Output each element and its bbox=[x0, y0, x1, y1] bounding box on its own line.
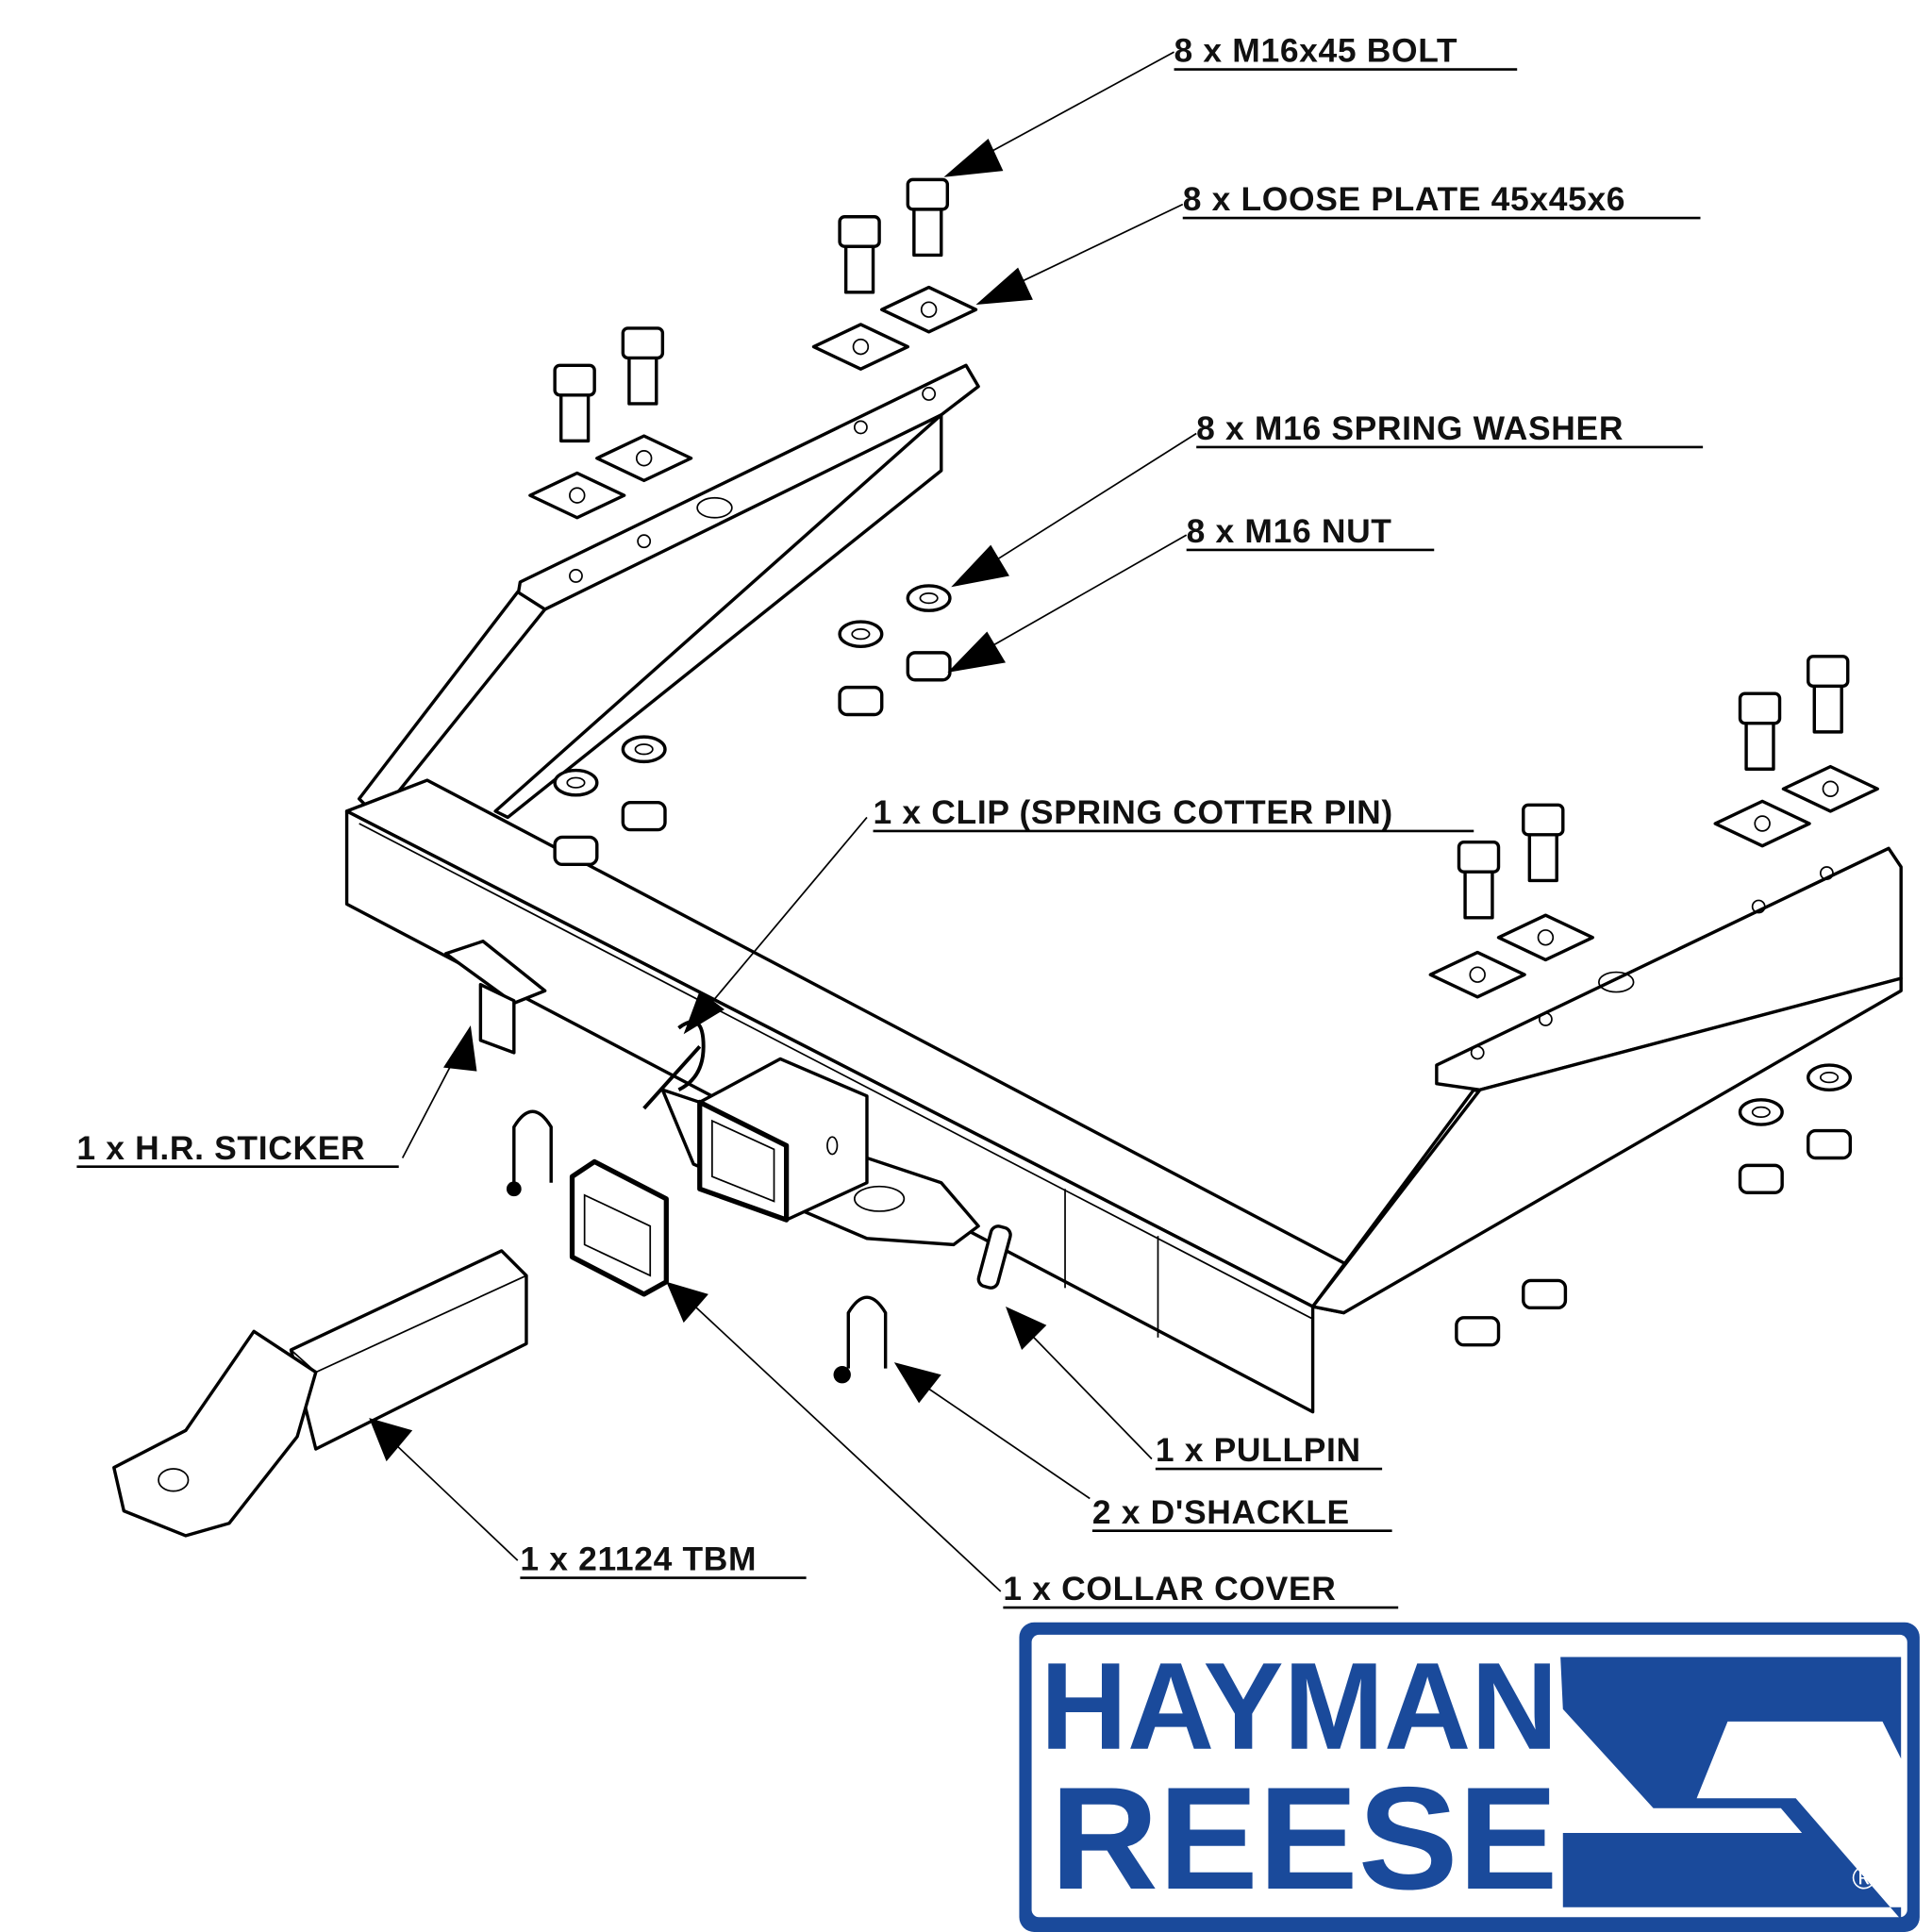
plate bbox=[880, 285, 978, 334]
nut bbox=[1455, 1316, 1501, 1347]
receiver-hitch bbox=[660, 1057, 980, 1247]
tow-ball-mount bbox=[112, 1249, 528, 1538]
left-mounting-bracket bbox=[358, 363, 980, 820]
plate bbox=[1428, 950, 1526, 999]
nut bbox=[1522, 1278, 1568, 1310]
spring-washer bbox=[1738, 1098, 1784, 1126]
label-sticker: 1 x H.R. STICKER bbox=[76, 1129, 365, 1167]
plate bbox=[528, 471, 626, 520]
nuts-and-washers bbox=[553, 584, 1853, 1347]
nut bbox=[553, 835, 599, 867]
d-shackle-2 bbox=[833, 1295, 888, 1384]
bolt bbox=[1807, 655, 1850, 734]
label-pullpin: 1 x PULLPIN bbox=[1156, 1431, 1361, 1469]
logo-reese: REESE bbox=[1050, 1757, 1557, 1920]
label-clip: 1 x CLIP (SPRING COTTER PIN) bbox=[874, 793, 1393, 831]
right-mounting-bracket bbox=[1310, 846, 1903, 1315]
nut bbox=[838, 685, 884, 717]
spring-washer bbox=[838, 620, 884, 648]
bolt bbox=[1457, 841, 1501, 920]
label-dshackle: 2 x D'SHACKLE bbox=[1092, 1493, 1350, 1531]
part-labels: 8 x M16x45 BOLT 8 x LOOSE PLATE 45x45x6 … bbox=[76, 32, 1704, 1609]
label-bolt: 8 x M16x45 BOLT bbox=[1174, 32, 1458, 70]
plate bbox=[1781, 764, 1879, 813]
nut bbox=[1738, 1163, 1784, 1194]
plate bbox=[1713, 799, 1811, 848]
label-spring-washer: 8 x M16 SPRING WASHER bbox=[1196, 409, 1624, 447]
nut bbox=[1807, 1128, 1853, 1160]
sticker-bracket bbox=[443, 940, 547, 1055]
nut bbox=[906, 651, 952, 682]
label-nut: 8 x M16 NUT bbox=[1187, 512, 1392, 550]
plate bbox=[1496, 913, 1594, 962]
label-tbm: 1 x 21124 TBM bbox=[520, 1541, 757, 1578]
hayman-reese-logo: HAYMAN REESE ® bbox=[1019, 1622, 1920, 1932]
label-collar-cover: 1 x COLLAR COVER bbox=[1003, 1570, 1336, 1607]
bolts bbox=[553, 177, 1850, 920]
collar-cover bbox=[569, 1158, 669, 1297]
label-loose-plate: 8 x LOOSE PLATE 45x45x6 bbox=[1183, 180, 1625, 218]
loose-plates bbox=[528, 285, 1879, 999]
bolt bbox=[553, 363, 596, 443]
bolt bbox=[621, 326, 665, 406]
registered-mark: ® bbox=[1852, 1860, 1875, 1896]
spring-washer bbox=[1807, 1063, 1853, 1091]
pullpin bbox=[976, 1224, 1012, 1290]
plate bbox=[595, 434, 693, 483]
bolt bbox=[838, 215, 881, 294]
logo-hayman: HAYMAN bbox=[1041, 1637, 1558, 1775]
bolt bbox=[906, 177, 950, 258]
bolt bbox=[1522, 803, 1565, 883]
spring-washer bbox=[621, 735, 667, 764]
leader-arrows bbox=[369, 51, 1197, 1592]
spring-washer bbox=[553, 768, 599, 797]
spring-washer bbox=[906, 584, 952, 612]
bolt bbox=[1738, 691, 1782, 771]
d-shackle-1 bbox=[506, 1109, 553, 1197]
plate bbox=[811, 323, 910, 371]
nut bbox=[621, 801, 667, 832]
